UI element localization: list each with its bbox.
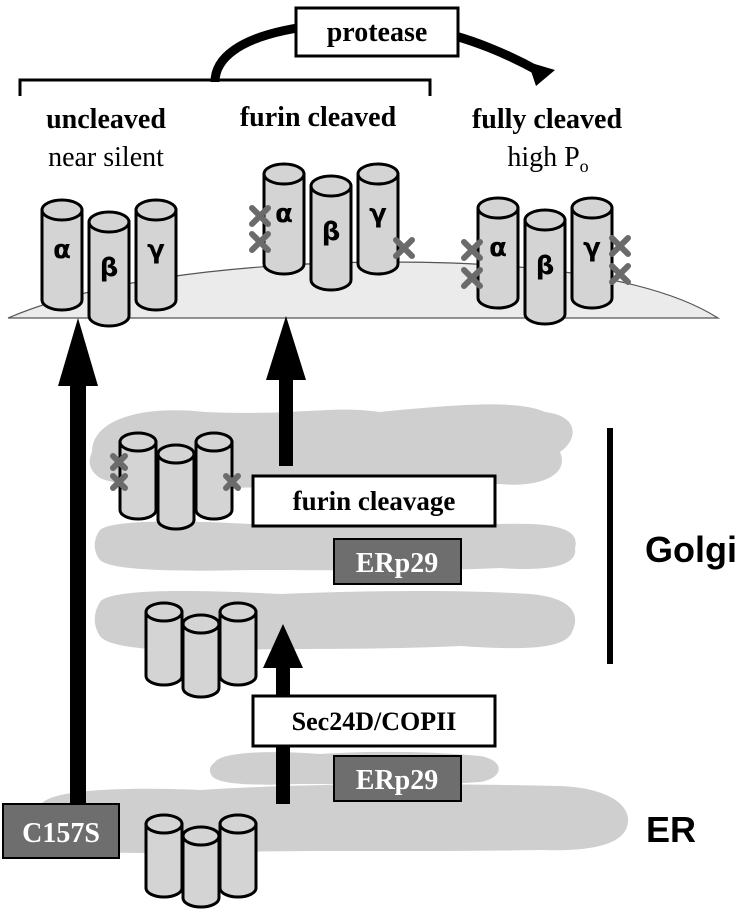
erp29-er-label: ERp29 (356, 765, 438, 796)
channel-furin-cleaved: α β γ (249, 162, 415, 292)
alpha-subunit: α (53, 235, 71, 265)
sec24d-box (251, 694, 497, 748)
c157s-label: C157S (22, 818, 100, 849)
gamma-subunit: γ (583, 233, 601, 263)
furin-cleaved-title: furin cleaved (240, 102, 397, 133)
gamma-subunit: γ (369, 199, 387, 229)
golgi-bracket-bar (607, 428, 613, 664)
golgi-to-membrane-arrow (266, 316, 306, 466)
erp29-golgi-box (333, 538, 462, 585)
protease-box (294, 6, 460, 58)
golgi-label: Golgi (645, 529, 737, 570)
sec24d-label: Sec24D/COPII (292, 707, 457, 736)
state-bracket (18, 78, 432, 96)
gamma-subunit: γ (147, 235, 165, 265)
alpha-subunit: α (275, 199, 293, 229)
furin-cleavage-box (251, 474, 497, 528)
channel-golgi-cleaved (110, 431, 241, 531)
channel-fully-cleaved: α β γ (461, 196, 631, 326)
protease-label: protease (327, 17, 428, 48)
fully-cleaved-subtitle: high Po (507, 142, 588, 176)
fully-cleaved-title: fully cleaved (472, 104, 623, 135)
furin-cleavage-label: furin cleavage (293, 486, 456, 516)
beta-subunit: β (100, 253, 119, 283)
channel-cis-golgi (144, 601, 258, 699)
erp29-golgi-label: ERp29 (356, 548, 438, 579)
c157s-box (2, 803, 120, 859)
erp29-er-box (333, 755, 462, 802)
channel-uncleaved: α β γ (40, 198, 178, 328)
uncleaved-title: uncleaved (46, 104, 166, 135)
protease-arrowhead (528, 62, 555, 86)
cleavage-marks (110, 453, 241, 491)
alpha-subunit: α (489, 233, 507, 263)
beta-subunit: β (322, 217, 341, 247)
er-label: ER (646, 809, 696, 850)
cleavage-marks (249, 205, 415, 259)
uncleaved-subtitle: near silent (48, 142, 164, 173)
c157s-bypass-arrow (58, 318, 98, 812)
channel-er (144, 813, 258, 909)
beta-subunit: β (536, 251, 555, 281)
cleavage-marks (461, 235, 631, 289)
endoplasmic-reticulum (35, 751, 629, 853)
